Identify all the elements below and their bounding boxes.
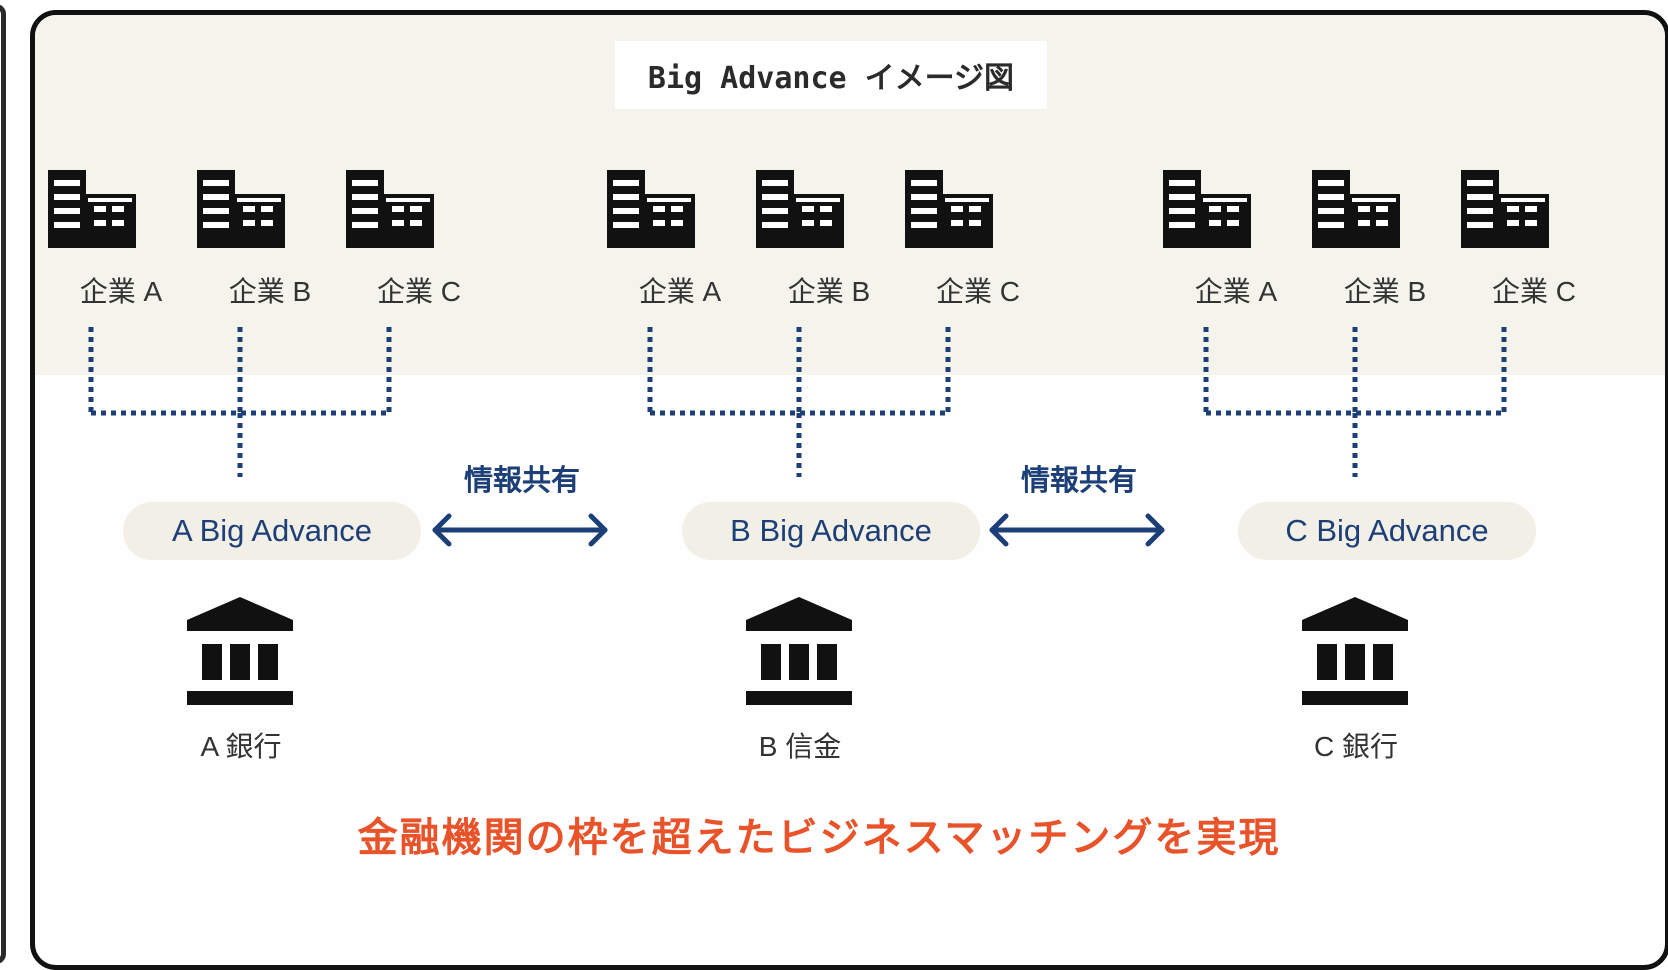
- company-label: 企業 B: [787, 276, 871, 307]
- office-building-icon: [1312, 170, 1400, 248]
- bank-building-icon: [187, 597, 293, 705]
- company-label: 企業 C: [1491, 276, 1576, 307]
- window-edge: [0, 4, 6, 964]
- office-building-icon: [197, 170, 285, 248]
- diagram-frame: Big Advance イメージ図 企業 A 企業 B 企業 C A Big A…: [30, 10, 1668, 970]
- platform-pill-b: B Big Advance: [682, 502, 980, 560]
- platform-pill-c: C Big Advance: [1238, 502, 1536, 560]
- company-label: 企業 B: [228, 276, 312, 307]
- office-building-icon: [346, 170, 434, 248]
- office-building-icon: [1163, 170, 1251, 248]
- diagram-graphics: [48, 170, 1549, 705]
- company-label: 企業 C: [376, 276, 461, 307]
- company-label: 企業 B: [1343, 276, 1427, 307]
- info-share-label: 情報共有: [463, 463, 580, 497]
- tagline: 金融機関の枠を超えたビジネスマッチングを実現: [357, 815, 1281, 861]
- diagram-title: Big Advance イメージ図: [615, 41, 1047, 109]
- company-label: 企業 A: [79, 276, 163, 307]
- office-building-icon: [1461, 170, 1549, 248]
- platform-pill-a: A Big Advance: [123, 502, 421, 560]
- company-label: 企業 A: [1194, 276, 1278, 307]
- company-label: 企業 A: [638, 276, 722, 307]
- bank-building-icon: [746, 597, 852, 705]
- double-arrow-icon: [432, 513, 608, 547]
- bank-label-b: B 信金: [758, 731, 842, 762]
- office-building-icon: [905, 170, 993, 248]
- bank-building-icon: [1302, 597, 1408, 705]
- bank-label-c: C 銀行: [1313, 731, 1398, 762]
- office-building-icon: [756, 170, 844, 248]
- info-share-label: 情報共有: [1020, 463, 1137, 497]
- office-building-icon: [607, 170, 695, 248]
- office-building-icon: [48, 170, 136, 248]
- double-arrow-icon: [989, 513, 1165, 547]
- company-label: 企業 C: [935, 276, 1020, 307]
- bank-label-a: A 銀行: [200, 731, 282, 762]
